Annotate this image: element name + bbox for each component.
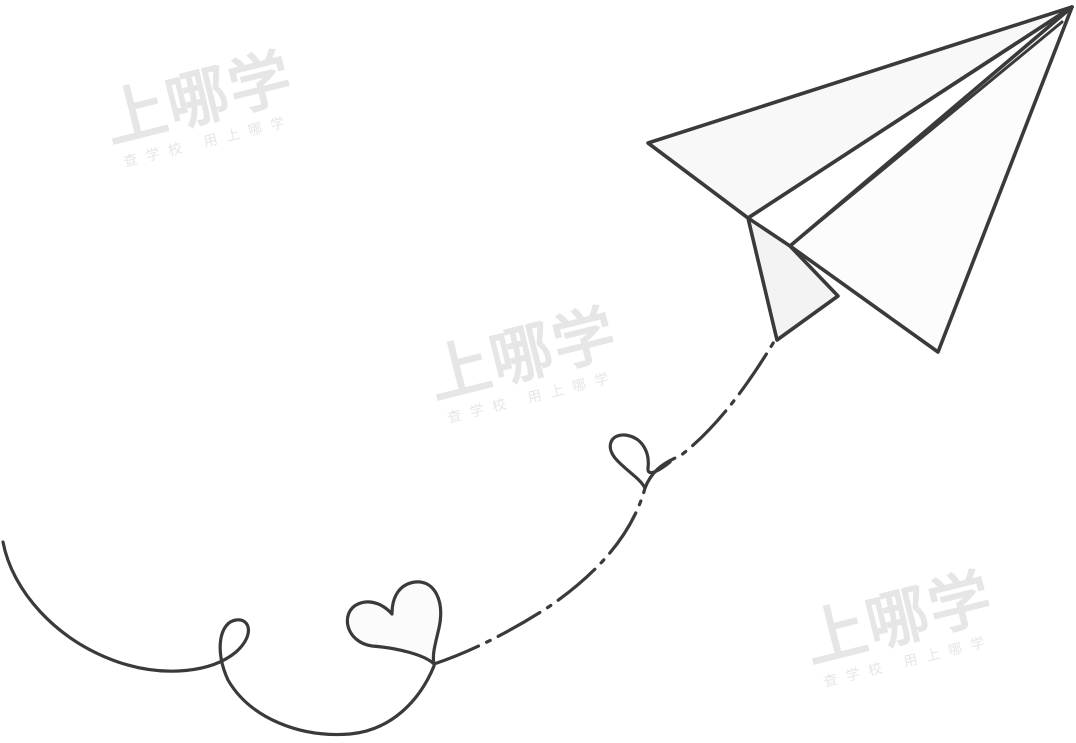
plane-inner-fold: [788, 20, 1064, 248]
plane-center-fold: [746, 5, 1074, 220]
paper-plane-icon: [646, 5, 1074, 354]
plane-right-wing: [788, 5, 1074, 354]
trail-small-loop: [608, 433, 672, 490]
flight-trail: [1, 338, 777, 737]
heart-icon: [345, 580, 443, 666]
trail-swoop: [1, 540, 436, 737]
trail-dashed: [432, 338, 777, 666]
plane-keel: [746, 216, 840, 342]
